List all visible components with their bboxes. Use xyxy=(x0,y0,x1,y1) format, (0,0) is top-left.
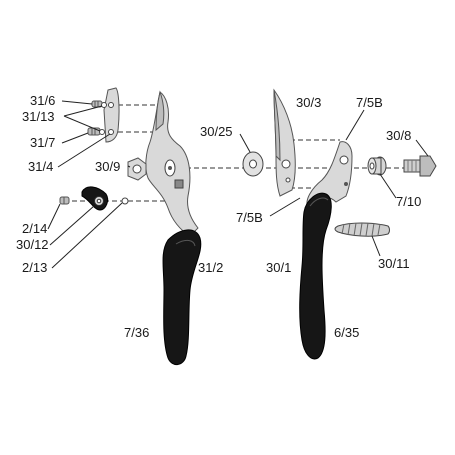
label-30-8: 30/8 xyxy=(386,128,411,143)
blade-small-hole xyxy=(285,177,291,183)
label-31-6: 31/6 xyxy=(30,93,55,108)
label-31-7: 31/7 xyxy=(30,135,55,150)
label-30-11: 30/11 xyxy=(378,256,410,271)
washer-30-25 xyxy=(242,151,264,177)
leader-2-14 xyxy=(47,203,61,230)
blade-pivot-hole xyxy=(281,159,291,169)
blade-30-3 xyxy=(273,88,296,197)
label-30-9: 30/9 xyxy=(95,159,120,174)
screw-plate-hole-bottom xyxy=(108,129,114,135)
label-2-13: 2/13 xyxy=(22,260,47,275)
leader-30-12 xyxy=(49,205,95,246)
screw-plate-hole-top xyxy=(108,102,114,108)
label-30-3: 30/3 xyxy=(296,95,321,110)
leader-7-10 xyxy=(379,173,397,199)
spring-holder-hole xyxy=(96,198,102,204)
right-pin-hole xyxy=(344,182,348,186)
screw-plate xyxy=(103,87,120,143)
bolt-30-8 xyxy=(403,155,437,177)
right-pivot-hole xyxy=(339,155,349,165)
spring-30-11 xyxy=(334,222,390,237)
label-31-13: 31/13 xyxy=(22,109,55,124)
label-6-35: 6/35 xyxy=(334,325,359,340)
right-grip-highlight xyxy=(309,197,329,207)
leader-lines xyxy=(47,100,429,269)
washer-2-13 xyxy=(121,197,129,205)
bushing-7-10 xyxy=(367,156,387,176)
label-7-36: 7/36 xyxy=(124,325,149,340)
right-handle-assembly xyxy=(299,141,353,360)
nut-30-9 xyxy=(127,157,147,181)
leader-30-11 xyxy=(371,235,381,257)
left-pivot-center xyxy=(168,166,172,170)
washer-31-13-bottom xyxy=(99,129,105,135)
label-31-4: 31/4 xyxy=(28,159,53,174)
leader-31-13-b xyxy=(63,115,101,132)
leader-30-8 xyxy=(415,139,429,157)
left-anvil-tip xyxy=(155,90,165,132)
left-handle-assembly xyxy=(145,90,202,365)
part-labels: 31/6 31/13 31/7 31/4 30/9 2/14 30/12 2/1… xyxy=(16,93,421,340)
left-grip-highlight xyxy=(175,239,196,247)
spring-holder-assembly xyxy=(59,186,129,211)
left-handle-logo xyxy=(174,179,184,189)
label-30-1: 30/1 xyxy=(266,260,291,275)
leader-30-9 xyxy=(127,165,131,168)
label-2-14: 2/14 xyxy=(22,221,47,236)
left-handle-grip xyxy=(162,229,202,365)
washer-31-13-top xyxy=(101,102,107,108)
blade-edge xyxy=(273,89,281,162)
screw-2-14 xyxy=(59,196,70,205)
leader-30-25 xyxy=(239,133,251,153)
leader-31-4 xyxy=(57,133,111,168)
screw-plate-assembly xyxy=(87,87,120,143)
leader-31-7 xyxy=(61,132,89,144)
leader-7-5B-top xyxy=(345,109,365,141)
label-31-2: 31/2 xyxy=(198,260,223,275)
label-7-5B-top: 7/5B xyxy=(356,95,383,110)
leader-31-13-a xyxy=(63,105,103,117)
label-30-12: 30/12 xyxy=(16,237,49,252)
screw-31-7 xyxy=(87,127,101,136)
leader-31-6 xyxy=(61,100,93,105)
right-handle-grip xyxy=(299,192,332,360)
label-30-25: 30/25 xyxy=(200,124,233,139)
leader-7-5B-mid xyxy=(269,197,301,217)
label-7-10: 7/10 xyxy=(396,194,421,209)
leader-2-13 xyxy=(51,202,123,269)
label-7-5B-mid: 7/5B xyxy=(236,210,263,225)
